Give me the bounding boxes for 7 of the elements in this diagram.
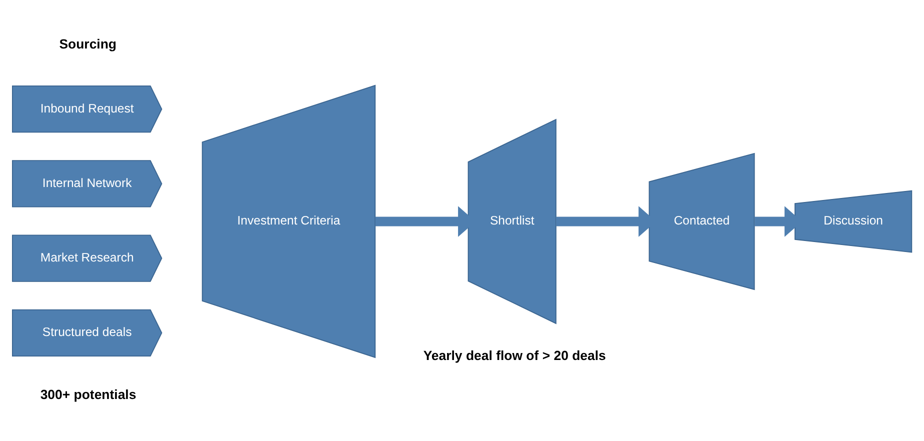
node-box: Shortlist (468, 118, 556, 324)
label: Sourcing (59, 36, 117, 51)
node-box: Contacted (648, 152, 755, 290)
node-box: Investment Criteria (202, 84, 376, 358)
label: Yearly deal flow of > 20 deals (423, 348, 606, 363)
node-box: Discussion (794, 190, 912, 252)
label: 300+ potentials (40, 386, 136, 402)
